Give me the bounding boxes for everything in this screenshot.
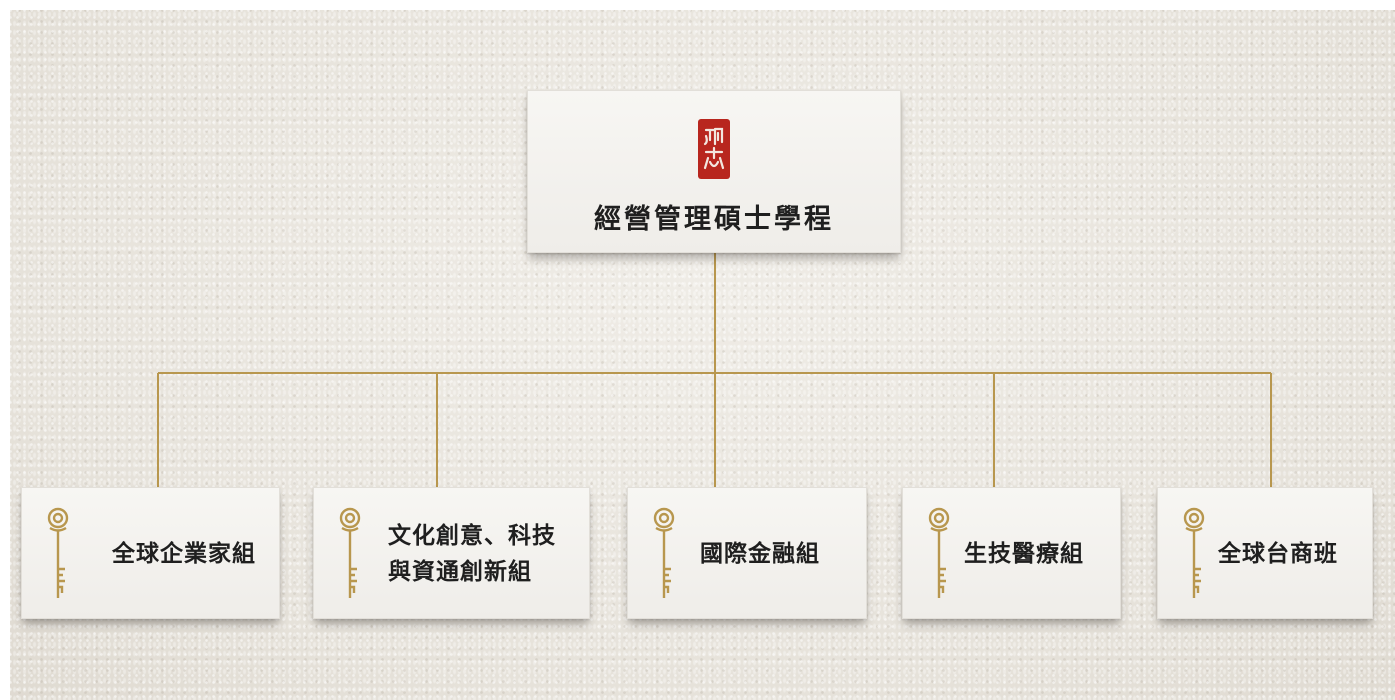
child-label-line: 全球企業家組 (112, 540, 256, 567)
top-margin (0, 0, 1395, 10)
left-margin (0, 0, 10, 700)
golden-key-icon (47, 507, 69, 598)
child-node-card-5: 全球台商班 (1157, 487, 1373, 619)
child-label-line: 文化創意、科技 (388, 522, 556, 549)
child-node-card-1: 全球企業家組 (21, 487, 280, 619)
child-node-card-4: 生技醫療組 (902, 487, 1121, 619)
golden-key-icon (928, 507, 950, 598)
root-title: 經營管理碩士學程 (594, 204, 834, 235)
root-node-card: 經營管理碩士學程 (527, 90, 901, 253)
child-label-3: 國際金融組 (700, 536, 820, 572)
child-label-line: 與資通創新組 (388, 558, 532, 585)
child-label-line: 國際金融組 (700, 540, 820, 567)
child-label-2: 文化創意、科技 與資通創新組 (388, 518, 556, 590)
golden-key-icon (339, 507, 361, 598)
child-label-line: 生技醫療組 (964, 540, 1084, 567)
child-label-line: 全球台商班 (1218, 540, 1338, 567)
child-node-card-2: 文化創意、科技 與資通創新組 (313, 487, 590, 619)
red-seal-icon (698, 119, 730, 179)
child-node-card-3: 國際金融組 (627, 487, 867, 619)
child-label-1: 全球企業家組 (112, 536, 256, 572)
golden-key-icon (653, 507, 675, 598)
golden-key-icon (1183, 507, 1205, 598)
child-label-4: 生技醫療組 (964, 536, 1084, 572)
child-label-5: 全球台商班 (1218, 536, 1338, 572)
